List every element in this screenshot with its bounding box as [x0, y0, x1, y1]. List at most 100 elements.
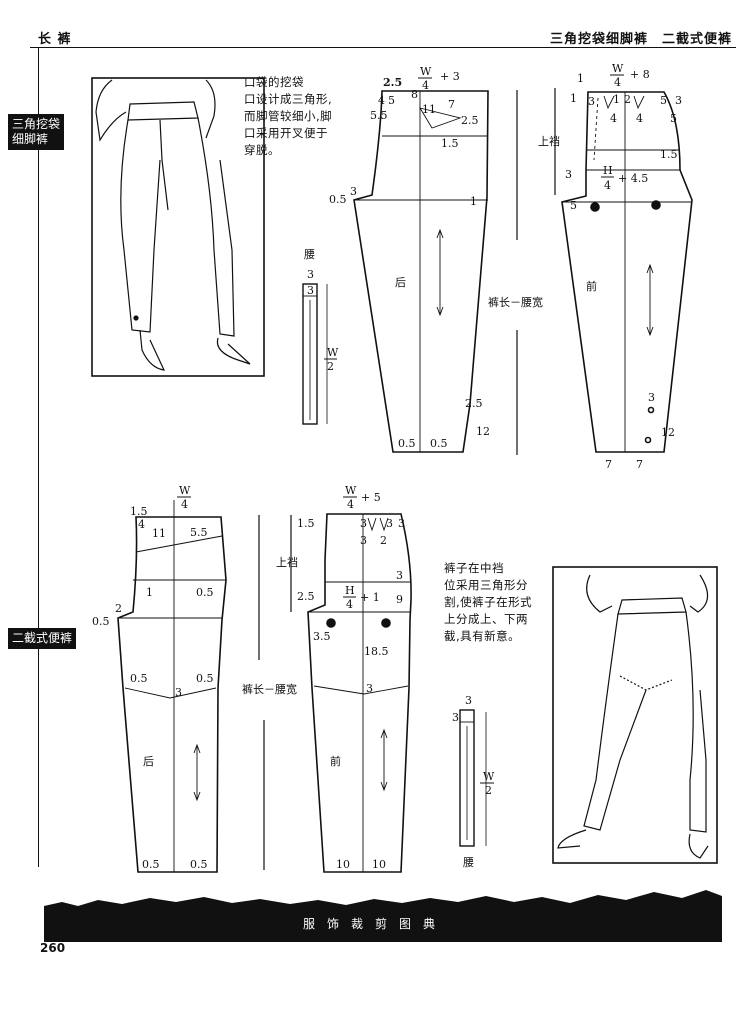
dim-label: 2	[327, 360, 334, 373]
dim-label: W	[612, 62, 624, 75]
waistband-1	[302, 283, 328, 425]
dim-label: 1	[577, 72, 584, 85]
dim-label: 5	[388, 94, 395, 107]
pattern-front-piece-2-labels: W 4 + 5 1.5 3 3 3 3 2 3 2.5 H 4 + 1 9 3.…	[276, 484, 405, 871]
dim-label: 2	[485, 784, 492, 797]
dim-label: 5.5	[370, 109, 388, 122]
dim-label: 0.5	[130, 672, 148, 685]
dim-label: 10	[372, 858, 386, 871]
dim-label: 4	[346, 598, 353, 611]
label-front: 前	[586, 279, 597, 293]
dim-label: 4	[138, 518, 145, 531]
label-length: 裤长－腰宽	[242, 682, 297, 696]
label-rise: 上裆	[276, 556, 298, 569]
dim-label: 4	[636, 112, 643, 125]
dim-label: W	[327, 346, 339, 359]
dim-label: 3	[452, 711, 459, 724]
dim-label: 1	[570, 92, 577, 105]
dim-label: 10	[336, 858, 350, 871]
waistband-2	[459, 709, 487, 847]
dim-label: 0.5	[196, 672, 214, 685]
dim-label: 7	[448, 98, 455, 111]
dim-label: 4	[181, 498, 188, 511]
label-rise: 上裆	[538, 135, 560, 148]
dim-label: 3	[360, 517, 367, 530]
dim-label: 7	[636, 458, 643, 471]
note-1-line: 穿脱。	[244, 143, 280, 157]
dim-label: 3	[565, 168, 572, 181]
dim-label: 7	[605, 458, 612, 471]
pattern-back-piece-1	[353, 90, 489, 453]
dim-label: W	[420, 65, 432, 78]
dim-label: H	[603, 164, 613, 177]
label-waistband-1: 腰	[304, 248, 315, 261]
pattern-front-piece-1	[561, 91, 693, 453]
dim-label: 3	[398, 517, 405, 530]
dim-label: W	[179, 484, 191, 497]
label-length: 裤长－腰宽	[488, 295, 543, 309]
dim-label: + 8	[630, 68, 650, 81]
margin-rule	[38, 47, 39, 867]
section-tab-1: 三角挖袋 细脚裤	[8, 114, 65, 150]
dim-label: 2.5	[465, 397, 483, 410]
dim-label: 2	[624, 93, 631, 106]
dim-label: 18.5	[364, 645, 389, 658]
dim-label: 11	[152, 527, 166, 540]
dim-label: 3	[360, 534, 367, 547]
dim-label: W	[483, 770, 495, 783]
dim-label: 0.5	[196, 586, 214, 599]
dim-label: 3	[350, 185, 357, 198]
label-back: 后	[395, 276, 406, 289]
header-chapter: 长 裤	[38, 32, 72, 47]
note-2-line: 位采用三角形分	[444, 578, 528, 592]
label-waistband-2: 腰	[463, 856, 474, 869]
header-rule	[30, 47, 736, 48]
dim-label: 4	[610, 112, 617, 125]
dim-label: 5	[570, 199, 577, 212]
note-2-line: 截,具有新意。	[444, 629, 521, 643]
dim-label: 3	[307, 268, 314, 281]
note-2: 裤子在中裆 位采用三角形分 割,使裤子在形式 上分成上、下两 截,具有新意。	[444, 560, 532, 645]
dim-label: 1	[613, 93, 620, 106]
dim-label: 0.5	[92, 615, 110, 628]
dim-label: 4	[347, 498, 354, 511]
dim-label: 0.5	[190, 858, 208, 871]
dim-label: 12	[661, 426, 675, 439]
dim-label: 3	[386, 517, 393, 530]
dim-label: 0.5	[329, 193, 347, 206]
dim-label: 12	[476, 425, 490, 438]
page-number: 260	[40, 941, 66, 955]
dim-label: 5.5	[190, 526, 208, 539]
dim-label: 4	[614, 76, 621, 89]
dim-label: 1	[470, 195, 477, 208]
dim-label: 2.5	[297, 590, 315, 603]
pattern-front-piece-1-labels: W 4 + 8 1 1 3 1 2 5 3 4 4 5 1.5 H 4 + 4.…	[538, 62, 682, 471]
dim-label: 11	[422, 103, 436, 116]
dim-label: 5	[660, 94, 667, 107]
dim-label: 3	[675, 94, 682, 107]
dim-label: + 1	[360, 591, 380, 604]
illustration-narrow-pants	[91, 77, 265, 377]
length-guide-1: 裤长－腰宽	[488, 90, 543, 455]
length-guide-2: 裤长－腰宽	[242, 515, 297, 870]
note-2-line: 上分成上、下两	[444, 612, 528, 626]
dim-label: 3	[465, 694, 472, 707]
section-tab-2: 二截式便裤	[8, 628, 77, 649]
label-back: 后	[143, 755, 154, 768]
dim-label: 3	[175, 686, 182, 699]
label-front: 前	[330, 754, 341, 768]
dim-label: 9	[396, 593, 403, 606]
dim-label: 2.5	[383, 76, 402, 89]
note-1-line: 口采用开叉便于	[244, 126, 328, 140]
dim-label: 1.5	[130, 505, 148, 518]
dim-label: W	[345, 484, 357, 497]
dim-label: 4	[604, 179, 611, 192]
dim-label: 1.5	[297, 517, 315, 530]
dim-label: 2.5	[461, 114, 479, 127]
section-tab-1-line1: 三角挖袋	[12, 117, 61, 131]
dim-label: 1	[146, 586, 153, 599]
illustration-two-section-pants	[552, 566, 718, 864]
note-1-line: 口设计成三角形,	[244, 92, 333, 106]
footer-landscape	[44, 890, 722, 942]
